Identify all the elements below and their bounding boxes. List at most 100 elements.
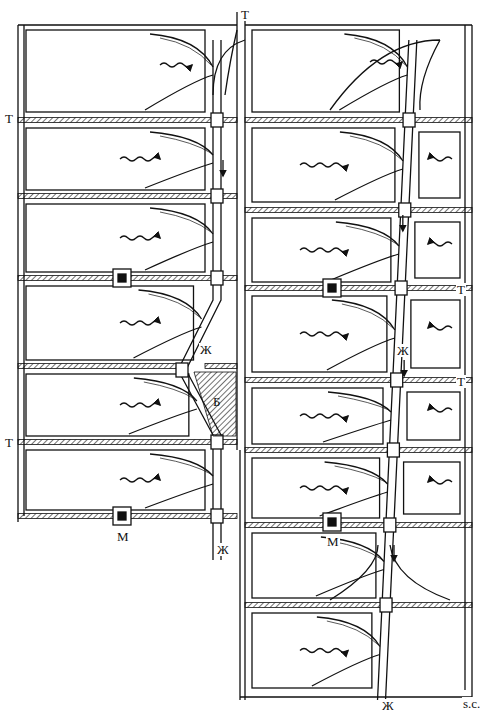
fan-curve bbox=[328, 392, 391, 412]
fan-curve bbox=[346, 226, 397, 244]
air-arrow bbox=[300, 649, 348, 653]
room bbox=[411, 300, 460, 368]
fan-curve bbox=[145, 484, 213, 508]
zh-label: Ж bbox=[216, 543, 230, 556]
fan-curve bbox=[150, 454, 213, 476]
t-label: Т bbox=[4, 436, 14, 449]
drift-band bbox=[245, 118, 472, 123]
room bbox=[252, 388, 383, 444]
air-arrow bbox=[428, 242, 452, 246]
flow-arrow bbox=[393, 545, 394, 561]
drift-band bbox=[245, 286, 472, 291]
drift-band bbox=[245, 208, 472, 213]
room bbox=[26, 450, 205, 510]
drift-band bbox=[205, 364, 237, 369]
zh-label: Ж bbox=[199, 343, 213, 356]
room bbox=[26, 30, 205, 112]
junction bbox=[391, 373, 403, 387]
fan-curve bbox=[330, 545, 450, 600]
air-arrow bbox=[300, 332, 348, 336]
junction bbox=[384, 518, 396, 532]
junction bbox=[399, 203, 411, 217]
conveyor bbox=[178, 40, 213, 560]
fan-curve bbox=[145, 242, 213, 270]
fan-curve bbox=[149, 294, 200, 317]
fan-curve bbox=[331, 254, 399, 280]
air-arrow bbox=[428, 480, 452, 484]
junction bbox=[403, 113, 415, 127]
junction bbox=[211, 189, 223, 203]
room bbox=[252, 613, 372, 688]
fan-curve bbox=[350, 136, 401, 159]
fan-curve bbox=[160, 136, 211, 153]
wall bbox=[240, 25, 472, 697]
fan-curve bbox=[160, 38, 211, 65]
fan-curve bbox=[317, 617, 380, 647]
air-arrow bbox=[120, 157, 160, 161]
fan-curve bbox=[144, 382, 195, 399]
fan-curve bbox=[150, 34, 213, 67]
mine-drawing bbox=[18, 12, 472, 700]
drift-band bbox=[18, 364, 178, 369]
fan-curve bbox=[327, 338, 395, 370]
room bbox=[252, 458, 380, 518]
signature: s.c. bbox=[462, 697, 481, 710]
drift-band bbox=[18, 118, 237, 123]
t-label: Т bbox=[240, 8, 250, 21]
air-arrow bbox=[160, 63, 192, 67]
air-arrow bbox=[120, 236, 160, 240]
b-label: Б bbox=[212, 395, 221, 408]
junction bbox=[211, 271, 223, 285]
t-label: Т bbox=[456, 283, 466, 296]
junction bbox=[176, 363, 188, 377]
fan-curve bbox=[160, 212, 211, 232]
room bbox=[407, 392, 460, 440]
fan-curve bbox=[134, 378, 197, 401]
m-label: М bbox=[326, 535, 340, 548]
room bbox=[26, 204, 205, 272]
junction bbox=[211, 509, 223, 523]
wall bbox=[18, 24, 472, 25]
zh-label: Ж bbox=[381, 699, 395, 712]
m-box-core bbox=[328, 284, 336, 292]
flow-arrow bbox=[222, 160, 223, 176]
fan-curve bbox=[335, 466, 386, 482]
m-box bbox=[323, 279, 341, 297]
flow-arrow bbox=[403, 360, 404, 376]
air-arrow bbox=[300, 163, 348, 167]
drift-band bbox=[245, 523, 472, 528]
fan-curve bbox=[160, 458, 211, 474]
m-box-core bbox=[118, 512, 126, 520]
fan-curve bbox=[325, 462, 388, 484]
drift-band bbox=[18, 440, 237, 445]
fan-curve bbox=[340, 132, 403, 161]
air-arrow bbox=[120, 478, 160, 482]
junction bbox=[395, 281, 407, 295]
drift-band bbox=[245, 378, 472, 383]
fan-curve bbox=[332, 300, 395, 330]
air-arrow bbox=[300, 414, 348, 418]
fan-curve bbox=[316, 570, 384, 597]
m-label: М bbox=[116, 530, 130, 543]
room bbox=[415, 222, 460, 278]
fan-curve bbox=[213, 30, 245, 95]
fan-curve bbox=[150, 208, 213, 234]
fan-curve bbox=[312, 655, 380, 687]
fan-curve bbox=[139, 290, 202, 319]
air-arrow bbox=[428, 408, 452, 412]
room bbox=[252, 533, 376, 598]
room bbox=[26, 286, 194, 360]
room bbox=[404, 462, 460, 514]
junction bbox=[211, 435, 223, 449]
air-arrow bbox=[300, 486, 348, 490]
wall bbox=[237, 12, 245, 700]
t-label: Т bbox=[4, 112, 14, 125]
fan-curve bbox=[335, 169, 403, 200]
m-box-core bbox=[328, 518, 336, 526]
m-box-core bbox=[118, 274, 126, 282]
junction bbox=[387, 443, 399, 457]
drift-band bbox=[245, 603, 472, 608]
conveyor bbox=[378, 40, 409, 700]
room bbox=[252, 30, 399, 112]
